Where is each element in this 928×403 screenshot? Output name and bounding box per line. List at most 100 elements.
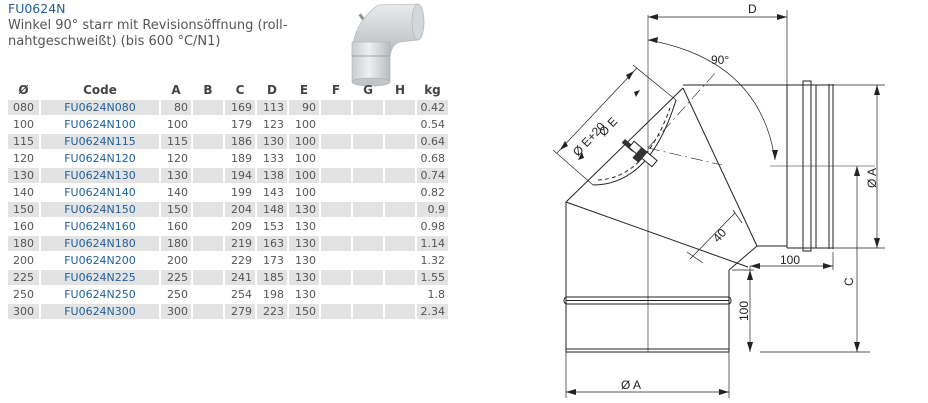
cell-diameter: 120	[13, 152, 34, 165]
cell-diameter: 300	[8, 304, 39, 319]
cell-f	[321, 185, 351, 200]
cell-g	[353, 151, 383, 166]
cell-code-link[interactable]: FU0624N160	[64, 220, 136, 233]
cell-a: 300	[161, 304, 191, 319]
inspection-clamp-icon	[621, 138, 658, 168]
cell-b	[193, 253, 223, 268]
cell-h	[385, 270, 415, 285]
cell-kg: 0.42	[417, 100, 448, 115]
product-description: Winkel 90° starr mit Revisionsöffnung (r…	[8, 18, 288, 49]
cell-code-link[interactable]: FU0624N080	[41, 100, 159, 115]
cell-diameter: 080	[8, 100, 39, 115]
cell-f	[321, 168, 351, 183]
cell-code-link[interactable]: FU0624N120	[64, 152, 136, 165]
cell-b	[193, 168, 223, 183]
cell-g	[353, 219, 383, 234]
cell-a: 120	[167, 152, 188, 165]
label-angle-90: 90°	[711, 53, 729, 67]
cell-c: 204	[225, 202, 255, 217]
header-g: G	[363, 83, 373, 97]
cell-c: 229	[231, 254, 252, 267]
cell-a: 80	[161, 100, 191, 115]
cell-code-link[interactable]: FU0624N225	[41, 270, 159, 285]
cell-c: 209	[231, 220, 252, 233]
cell-code-link[interactable]: FU0624N250	[64, 288, 136, 301]
header-code: Code	[83, 83, 117, 97]
cell-d: 143	[263, 186, 284, 199]
label-d: D	[748, 2, 757, 16]
cell-g	[353, 185, 383, 200]
label-c: C	[842, 277, 856, 286]
cell-code-link[interactable]: FU0624N130	[41, 168, 159, 183]
cell-f	[321, 236, 351, 251]
cell-f	[321, 202, 351, 217]
cell-d: 185	[257, 270, 287, 285]
cell-a: 225	[161, 270, 191, 285]
cell-e: 100	[295, 186, 316, 199]
cell-code-link[interactable]: FU0624N300	[41, 304, 159, 319]
cell-a: 160	[167, 220, 188, 233]
cell-h	[385, 151, 415, 166]
cell-g	[353, 253, 383, 268]
cell-c: 279	[225, 304, 255, 319]
cell-e: 130	[295, 220, 316, 233]
cell-code-link[interactable]: FU0624N180	[41, 236, 159, 251]
cell-c: 189	[231, 152, 252, 165]
cell-d: 130	[257, 134, 287, 149]
cell-kg: 0.68	[420, 152, 446, 165]
cell-b	[193, 117, 223, 132]
cell-code-link[interactable]: FU0624N150	[41, 202, 159, 217]
cell-code-link[interactable]: FU0624N100	[64, 118, 136, 131]
cell-g	[353, 168, 383, 183]
cell-kg: 0.98	[420, 220, 446, 233]
cell-f	[321, 151, 351, 166]
cell-kg: 2.34	[417, 304, 448, 319]
cell-code-link[interactable]: FU0624N140	[64, 186, 136, 199]
cell-b	[193, 202, 223, 217]
header-b: B	[203, 83, 213, 97]
cell-h	[385, 168, 415, 183]
cell-a: 150	[161, 202, 191, 217]
cell-kg: 1.14	[417, 236, 448, 251]
cell-g	[353, 236, 383, 251]
technical-drawing: D 90° Ø E+20 Ø E Ø A 40 100 100 C Ø A	[552, 2, 885, 398]
cell-g	[353, 287, 383, 302]
cell-code-link[interactable]: FU0624N200	[64, 254, 136, 267]
cell-code-link[interactable]: FU0624N115	[41, 134, 159, 149]
cell-h	[385, 219, 415, 234]
header-e: E	[299, 83, 309, 97]
cell-d: 123	[263, 118, 284, 131]
label-100-vertical: 100	[737, 301, 751, 321]
cell-a: 100	[167, 118, 188, 131]
cell-f	[321, 117, 351, 132]
cell-e: 100	[289, 168, 319, 183]
table-header-row: Ø Code A B C D E F G H kg	[8, 82, 448, 98]
label-dia-a-right: Ø A	[865, 168, 879, 188]
cell-kg: 0.64	[417, 134, 448, 149]
cell-diameter: 160	[13, 220, 34, 233]
cell-e: 130	[295, 254, 316, 267]
cell-e: 100	[295, 152, 316, 165]
cell-c: 199	[231, 186, 252, 199]
cell-f	[321, 100, 351, 115]
cell-diameter: 140	[13, 186, 34, 199]
cell-h	[385, 202, 415, 217]
cell-diameter: 225	[8, 270, 39, 285]
cell-diameter: 250	[13, 288, 34, 301]
cell-a: 180	[161, 236, 191, 251]
cell-c: 254	[231, 288, 252, 301]
cell-h	[385, 287, 415, 302]
cell-c: 241	[225, 270, 255, 285]
cell-diameter: 180	[8, 236, 39, 251]
cell-diameter: 150	[8, 202, 39, 217]
